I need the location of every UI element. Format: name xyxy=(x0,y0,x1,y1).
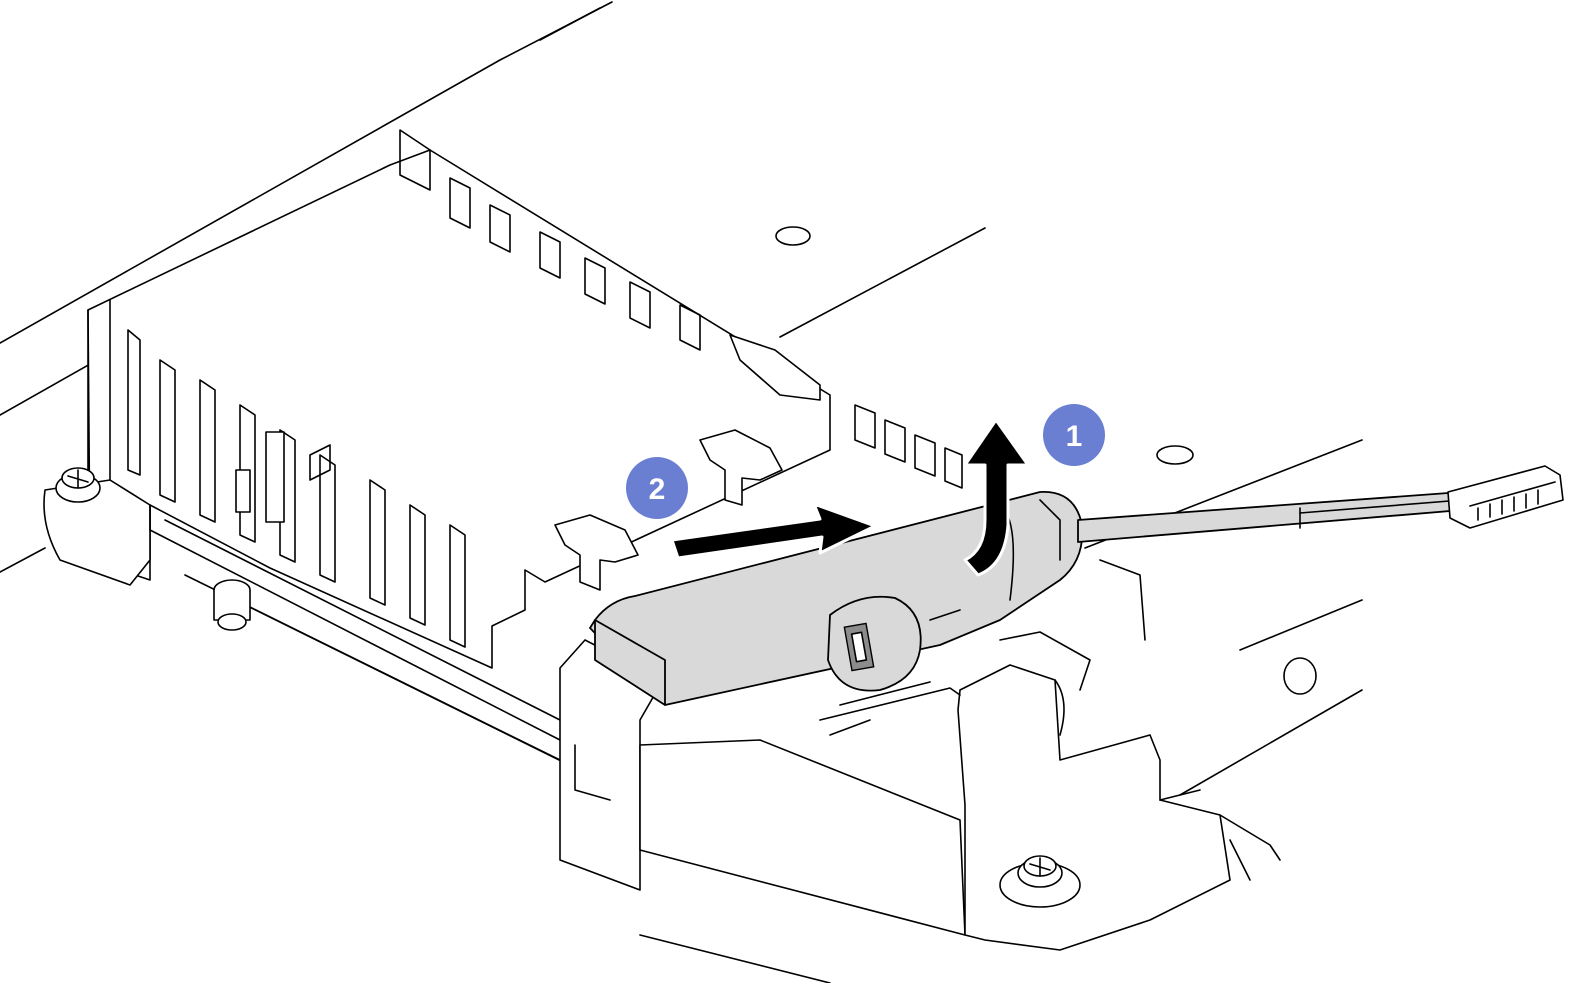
callout-1: 1 xyxy=(1043,404,1105,466)
callout-2-label: 2 xyxy=(649,473,666,506)
screw-icon xyxy=(999,855,1081,908)
callout-2: 2 xyxy=(626,457,688,519)
right-arrow-icon xyxy=(670,502,877,560)
connector-icon xyxy=(1447,465,1564,529)
holder-clips xyxy=(554,334,821,591)
callout-1-circle xyxy=(1043,404,1105,466)
screw-icon xyxy=(43,467,151,586)
callout-1-label: 1 xyxy=(1066,420,1083,453)
callout-2-circle xyxy=(626,457,688,519)
curved-up-arrow-icon xyxy=(963,418,1030,577)
battery-cable xyxy=(1077,491,1463,543)
tray-rails xyxy=(149,504,641,801)
